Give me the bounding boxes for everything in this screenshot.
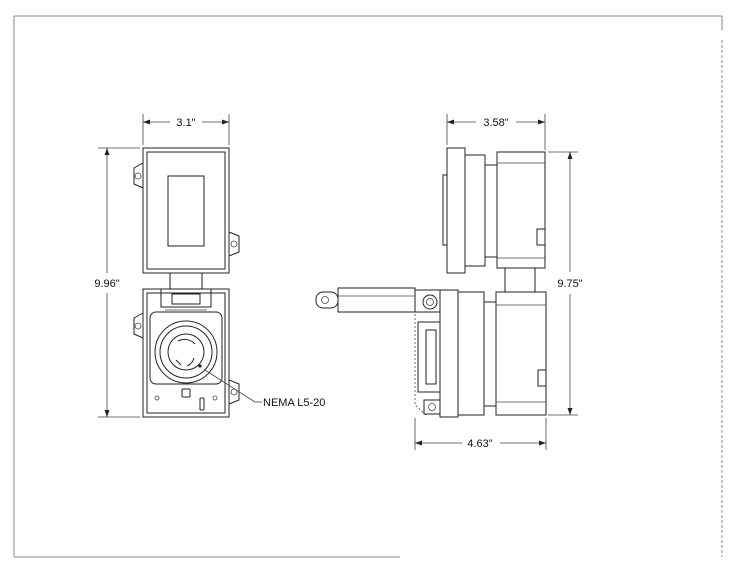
receptacle-plate [149, 311, 223, 385]
side-lower-cover [439, 289, 459, 418]
callout-leader [204, 369, 256, 403]
front-width-label: 3.1" [176, 117, 195, 129]
side-bottom-width-dimension [414, 418, 547, 450]
side-bottom-width-label: 4.63" [467, 438, 492, 450]
front-width-dimension [142, 114, 230, 145]
hinge-pin [422, 294, 438, 310]
side-upper-cover [446, 147, 466, 274]
mount-ear-lower-left [133, 312, 144, 339]
side-height-dimension [548, 151, 578, 416]
front-height-dimension [98, 147, 140, 418]
drawing-frame [13, 15, 723, 558]
front-height-label: 9.96" [94, 278, 119, 290]
side-height-label: 9.75" [557, 278, 582, 290]
mount-ear-lower-right [228, 379, 240, 405]
receptacle-outer [154, 320, 218, 384]
open-cover [337, 287, 416, 313]
upper-box-window [167, 175, 205, 247]
screw-bottom [181, 388, 191, 398]
receptacle-callout-label: NEMA L5-20 [263, 397, 325, 409]
lower-box [142, 288, 230, 418]
side-neck [504, 267, 536, 293]
neck [169, 272, 203, 290]
receptacle-face [167, 333, 205, 371]
upper-box-inner [146, 151, 226, 270]
open-cover-tab [315, 291, 339, 309]
mount-ear-upper-right [228, 231, 240, 257]
side-view [315, 147, 547, 418]
mount-ear-upper-left [133, 162, 144, 189]
front-view [133, 147, 262, 418]
side-upper-body [496, 151, 546, 269]
cover-hinge [160, 288, 212, 308]
side-top-width-label: 3.58" [483, 117, 508, 129]
side-top-width-dimension [446, 114, 546, 150]
side-lower-body [495, 291, 547, 416]
upper-box [142, 147, 230, 274]
